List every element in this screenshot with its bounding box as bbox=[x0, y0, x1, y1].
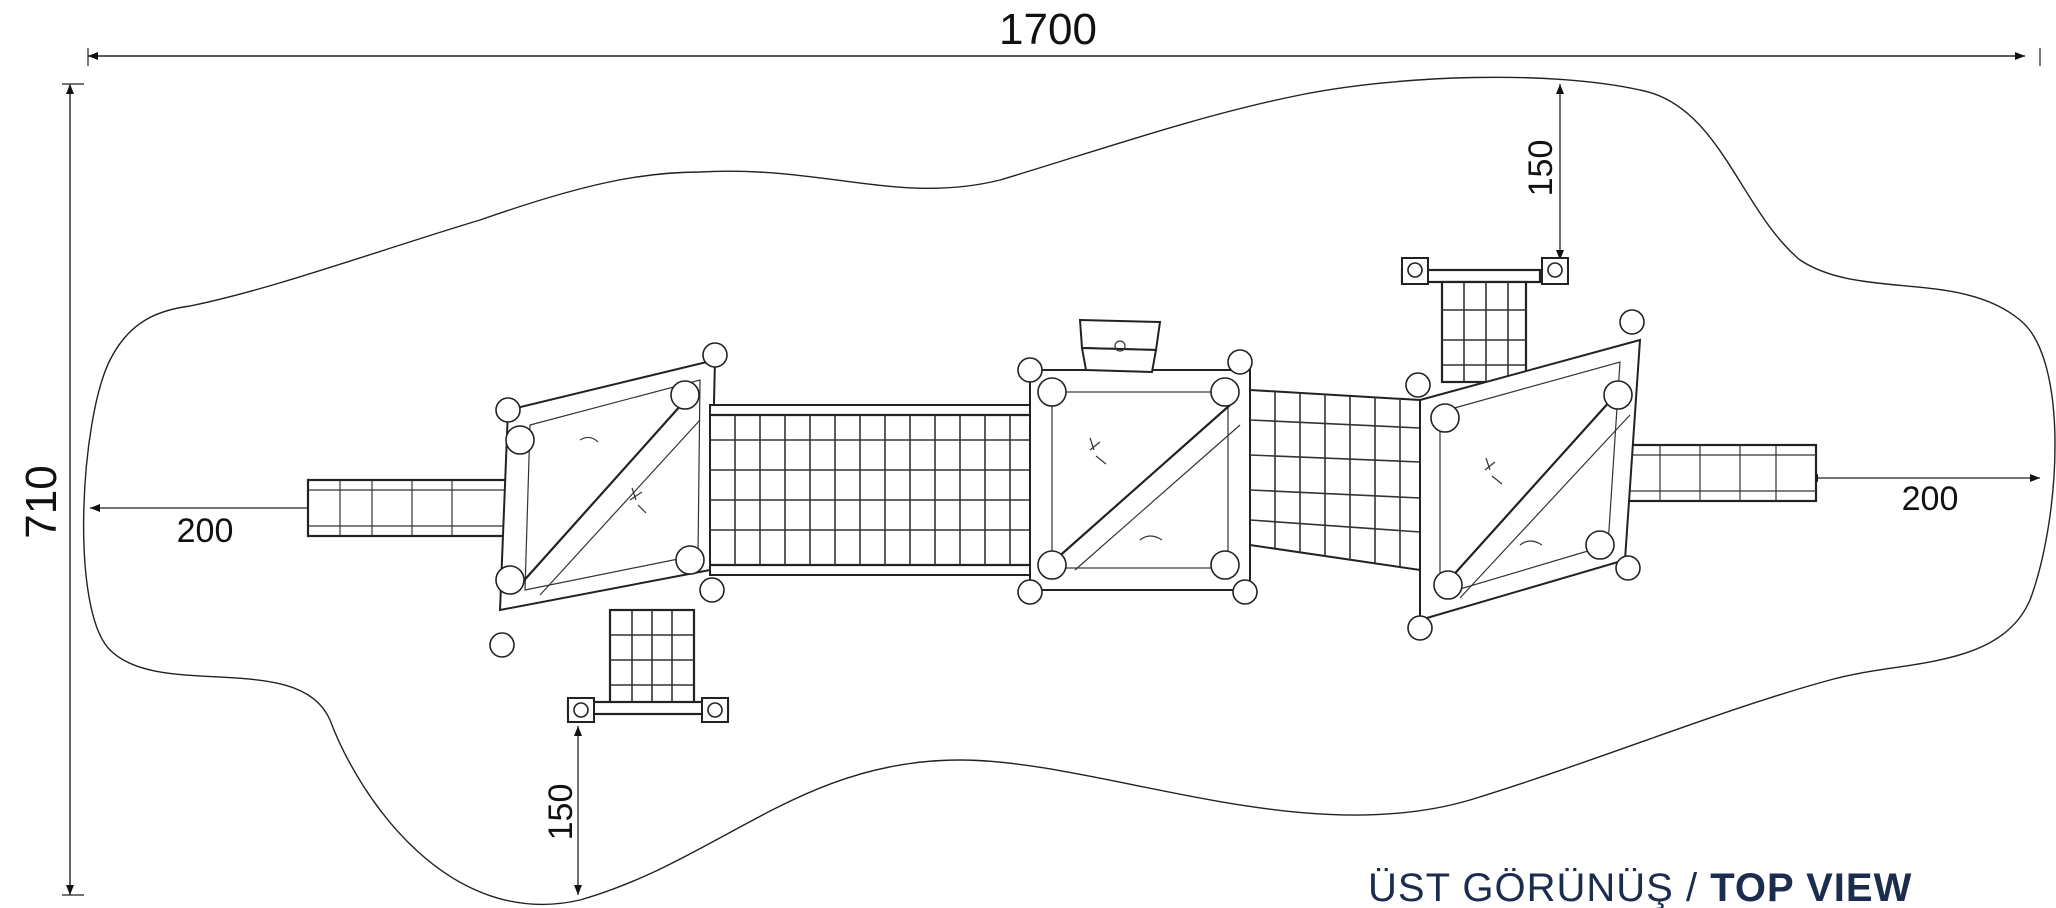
safety-zone-outline bbox=[82, 76, 2056, 906]
caption-turkish: ÜST GÖRÜNÜŞ / bbox=[1368, 868, 1699, 908]
overall-width-label: 710 bbox=[17, 465, 66, 538]
bottom-clearance-label: 150 bbox=[542, 784, 580, 841]
right-net-ladder bbox=[1400, 257, 1569, 384]
overall-length-label: 1700 bbox=[999, 5, 1097, 54]
right-net-tunnel bbox=[1249, 388, 1421, 572]
left-steps bbox=[306, 478, 510, 538]
right-steps bbox=[1626, 443, 1818, 503]
playground-structure bbox=[306, 257, 1818, 723]
top-clearance-label: 150 bbox=[1522, 140, 1560, 197]
left-net-tunnel bbox=[709, 404, 1031, 576]
caption-english: TOP VIEW bbox=[1710, 868, 1913, 908]
left-net-ladder bbox=[566, 608, 730, 723]
left-tower bbox=[489, 342, 728, 658]
right-tower bbox=[1405, 309, 1645, 641]
middle-top-block bbox=[1078, 318, 1162, 374]
middle-tower bbox=[1017, 349, 1258, 605]
view-caption: ÜST GÖRÜNÜŞ / TOP VIEW bbox=[1368, 868, 1912, 908]
left-clearance-label: 200 bbox=[177, 512, 234, 550]
right-clearance-label: 200 bbox=[1902, 480, 1959, 518]
